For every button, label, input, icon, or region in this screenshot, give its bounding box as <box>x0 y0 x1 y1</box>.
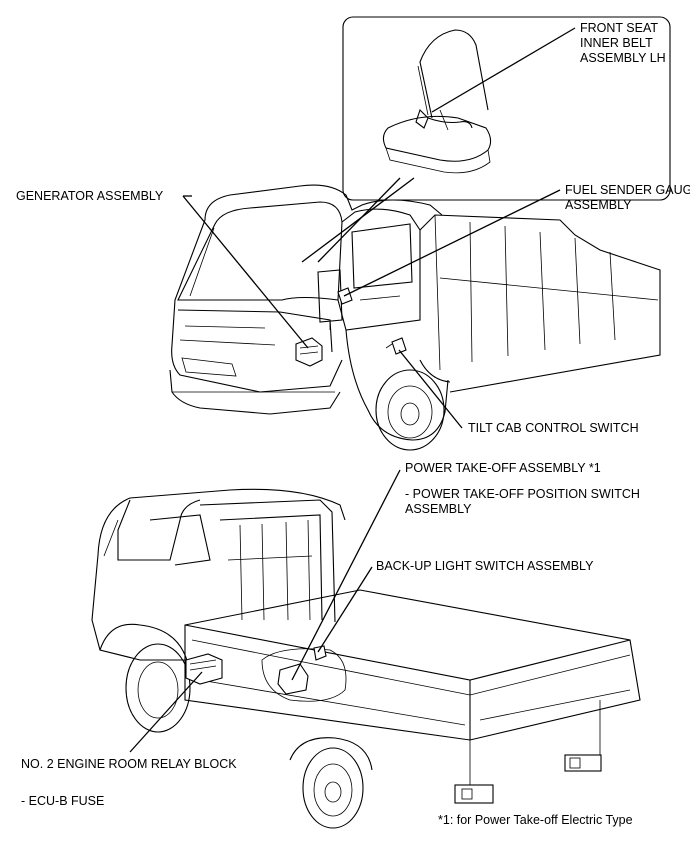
backup-light-leader <box>317 566 373 653</box>
front-seat-belt-line3: ASSEMBLY LH <box>580 51 666 65</box>
ecu-fuse-label: - ECU-B FUSE <box>21 794 105 808</box>
fuel-sender-line2: ASSEMBLY <box>565 198 632 212</box>
footnote-label: *1: for Power Take-off Electric Type <box>438 813 633 827</box>
front-seat-belt-line1: FRONT SEAT <box>580 21 659 35</box>
fuel-sender-leader <box>343 189 561 297</box>
backup-light-label: BACK-UP LIGHT SWITCH ASSEMBLY <box>376 559 594 573</box>
tilt-cab-label: TILT CAB CONTROL SWITCH <box>468 421 639 435</box>
power-takeoff-sub-line1: - POWER TAKE-OFF POSITION SWITCH <box>405 487 640 501</box>
top-truck <box>169 184 661 451</box>
relay-block-leader <box>129 671 203 753</box>
power-takeoff-label: POWER TAKE-OFF ASSEMBLY *1 <box>405 461 601 475</box>
generator-leader <box>182 195 309 349</box>
relay-block-label: NO. 2 ENGINE ROOM RELAY BLOCK <box>21 757 237 771</box>
front-seat-belt-label: FRONT SEAT INNER BELT ASSEMBLY LH <box>580 21 666 66</box>
pto-leader <box>291 469 401 681</box>
power-takeoff-sub-label: - POWER TAKE-OFF POSITION SWITCH ASSEMBL… <box>405 487 640 517</box>
tilt-cab-leader <box>398 349 463 429</box>
generator-label: GENERATOR ASSEMBLY <box>16 189 164 203</box>
bottom-truck <box>91 488 641 829</box>
fuel-sender-line1: FUEL SENDER GAUGE <box>565 183 690 197</box>
fuel-sender-label: FUEL SENDER GAUGE ASSEMBLY <box>565 183 690 213</box>
front-seat-belt-line2: INNER BELT <box>580 36 653 50</box>
seat-inset <box>342 16 671 201</box>
power-takeoff-sub-line2: ASSEMBLY <box>405 502 472 516</box>
